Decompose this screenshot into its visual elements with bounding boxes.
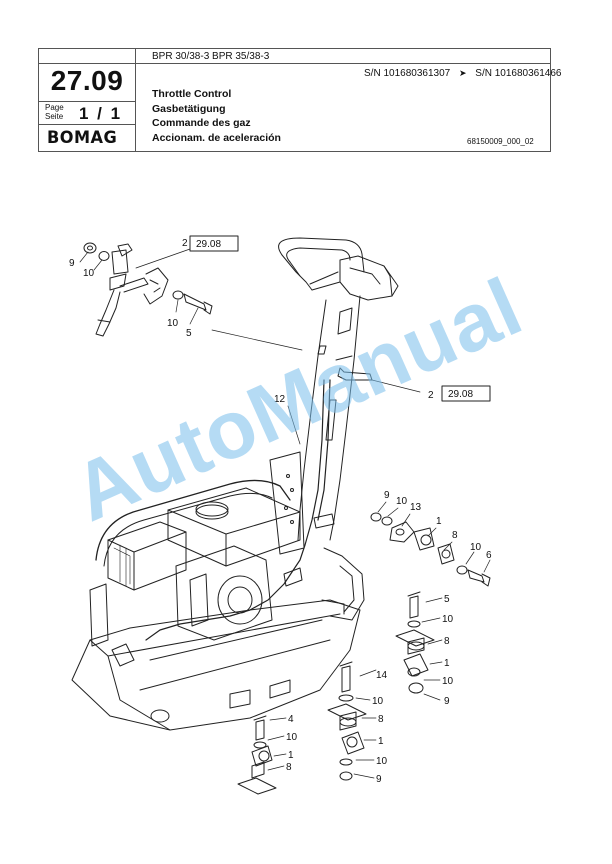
callout-label: 10 <box>442 676 454 687</box>
header-divider-vertical <box>135 49 136 151</box>
title-block: Throttle Control Gasbetätigung Commande … <box>152 87 281 145</box>
document-id: 68150009_000_02 <box>467 137 534 146</box>
exploded-parts-drawing: 9 10 2 10 5 12 2 9 10 13 1 8 10 6 5 10 8… <box>69 235 492 795</box>
page-label: Page Seite <box>45 103 64 121</box>
brand-logo: BOMAG <box>47 128 118 148</box>
callout-label: 9 <box>444 696 450 707</box>
callout-label: 10 <box>286 732 298 743</box>
callout-label: 8 <box>286 762 292 773</box>
callout-label: 10 <box>470 542 482 553</box>
callout-label: 2 <box>182 238 188 249</box>
machine-body <box>71 451 365 731</box>
callout-label: 6 <box>486 550 492 561</box>
page-label-de: Seite <box>45 112 64 121</box>
callout-label: 9 <box>376 774 382 785</box>
machine-handle <box>278 237 399 541</box>
section-number: 27.09 <box>50 65 124 96</box>
title-es: Accionam. de aceleración <box>152 131 281 144</box>
page-count: 1 / 1 <box>79 104 121 123</box>
callout-label: 12 <box>274 394 286 405</box>
callout-label: 5 <box>186 328 192 339</box>
page-reference: 29.08 <box>196 239 221 250</box>
bracket-assembly-upper <box>370 512 491 587</box>
callout-label: 9 <box>384 490 390 501</box>
callout-label: 1 <box>436 516 442 527</box>
callout-label: 1 <box>288 750 294 761</box>
callout-label: 8 <box>444 636 450 647</box>
callout-label: 5 <box>444 594 450 605</box>
callout-label: 10 <box>442 614 454 625</box>
throttle-cable <box>145 379 325 641</box>
page-ref-box-b <box>441 385 491 402</box>
callout-label: 10 <box>167 318 179 329</box>
callout-label: 8 <box>452 530 458 541</box>
callout-label: 10 <box>83 268 95 279</box>
bracket-assembly-column-c <box>327 661 367 781</box>
callout-label: 9 <box>69 258 75 269</box>
page-reference: 29.08 <box>448 389 473 400</box>
callout-label: 1 <box>378 736 384 747</box>
bracket-assembly-column-d <box>237 715 277 795</box>
page-ref-box-a <box>189 235 239 252</box>
callout-label: 10 <box>396 496 408 507</box>
callout-label: 2 <box>428 390 434 401</box>
title-fr: Commande des gaz <box>152 117 251 129</box>
serial-from: S/N 101680361307 <box>364 68 451 79</box>
callout-label: 10 <box>376 756 388 767</box>
callout-label: 4 <box>288 714 294 725</box>
serial-to: S/N 101680361466 <box>475 68 562 79</box>
callout-label: 10 <box>372 696 384 707</box>
header-divider-top <box>39 63 550 64</box>
title-de: Gasbetätigung <box>152 102 226 115</box>
arrow-right-icon: ➤ <box>458 68 467 78</box>
header-divider-left-2 <box>39 124 135 125</box>
model-text: BPR 30/38-3 BPR 35/38-3 <box>152 51 270 62</box>
callout-label: 14 <box>376 670 388 681</box>
serial-range: S/N 101680361307 ➤ S/N 101680361466 <box>364 68 561 79</box>
lever-assembly <box>83 242 213 337</box>
title-en: Throttle Control <box>152 88 232 100</box>
page-label-en: Page <box>45 103 64 112</box>
callout-label: 8 <box>378 714 384 725</box>
bracket-assembly-column-b <box>395 591 435 694</box>
header-divider-left-1 <box>39 101 135 102</box>
header-table: BPR 30/38-3 BPR 35/38-3 S/N 101680361307… <box>38 48 561 152</box>
callout-label: 13 <box>410 502 422 513</box>
callout-label: 1 <box>444 658 450 669</box>
